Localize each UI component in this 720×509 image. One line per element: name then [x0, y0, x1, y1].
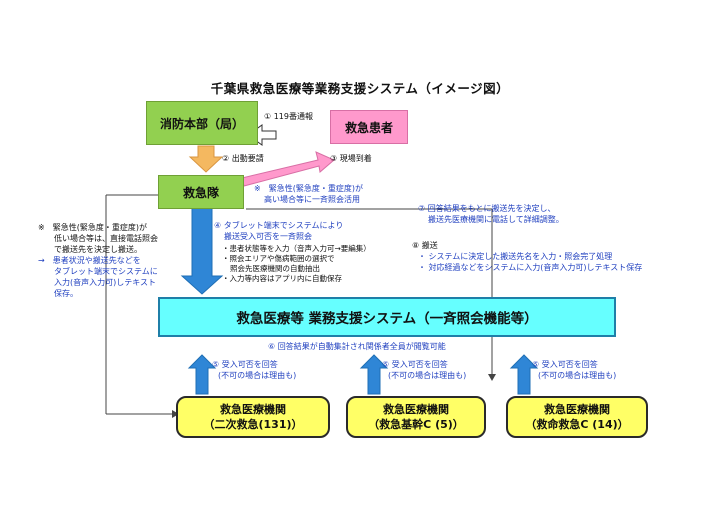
left-note-line6: 入力(音声入力可)しテキスト — [54, 278, 157, 287]
step4-bullets: ・患者状態等を入力（音声入力可→要編集） ・照会エリアや傷病範囲の選択で 照会先… — [222, 244, 371, 284]
step4-bullet3: 照会先医療機関の自動抽出 — [230, 264, 320, 273]
urgency-high-line1: ※ 緊急性(緊急度・重症度)が — [254, 184, 363, 193]
hosp3-step5-note: ⑤ 受入可否を回答 (不可の場合は理由も) — [532, 359, 616, 381]
dispatch-label: ② 出動要請 — [222, 154, 264, 163]
arrival-arrow — [241, 151, 335, 187]
hospital-critical-box: 救急医療機関 （救命救急C (14)） — [506, 396, 648, 438]
step8-title: ⑧ 搬送 — [412, 241, 438, 250]
hospital-core-line1: 救急医療機関 — [383, 403, 449, 416]
hosp2-answer-arrow — [359, 354, 389, 395]
step4-line2: 搬送受入可否を一斉照会 — [224, 232, 312, 241]
step4-note: ④ タブレット端末でシステムにより 搬送受入可否を一斉照会 — [214, 220, 343, 242]
ambulance-to-system-arrow — [180, 205, 224, 295]
direct-call-arrowhead — [172, 410, 179, 418]
fire-hq-box: 消防本部（局） — [146, 101, 258, 145]
hosp1-step5-line2: (不可の場合は理由も) — [218, 371, 297, 380]
system-box: 救急医療等 業務支援システム（一斉照会機能等） — [158, 297, 616, 337]
left-note-line5: タブレット端末でシステムに — [54, 267, 158, 276]
arrival-label: ③ 現場到着 — [330, 154, 372, 163]
step8-note: ⑧ 搬送 ・ システムに決定した搬送先名を入力・照会完了処理 ・ 対応経過などを… — [412, 240, 642, 273]
hosp3-step5-line1: ⑤ 受入可否を回答 — [532, 360, 598, 369]
left-note-line4: → 患者状況や搬送先などを — [38, 256, 141, 265]
urgency-high-note: ※ 緊急性(緊急度・重症度)が 高い場合等に一斉照会活用 — [254, 183, 363, 205]
step7-note: ⑦ 回答結果をもとに搬送先を決定し、 搬送先医療機関に電話して詳細調整。 — [418, 203, 564, 225]
step4-bullet4: ・入力等内容はアプリ内に自動保存 — [222, 274, 342, 283]
patient-box: 救急患者 — [330, 110, 408, 144]
step6-label: ⑥ 回答結果が自動集計され関係者全員が閲覧可能 — [268, 342, 446, 351]
hospital-critical-line1: 救急医療機関 — [544, 403, 610, 416]
ambulance-box: 救急隊 — [158, 175, 244, 209]
system-label: 救急医療等 業務支援システム（一斉照会機能等） — [236, 311, 538, 327]
hosp2-step5-line2: (不可の場合は理由も) — [388, 371, 467, 380]
diagram-title: 千葉県救急医療等業務支援システム（イメージ図） — [210, 81, 510, 96]
step7-line2: 搬送先医療機関に電話して詳細調整。 — [428, 215, 564, 224]
left-note-line7: 保存。 — [54, 289, 78, 298]
dispatch-arrow — [188, 145, 224, 173]
step8-arrowhead — [488, 374, 496, 381]
hosp1-step5-note: ⑤ 受入可否を回答 (不可の場合は理由も) — [212, 359, 296, 381]
step4-line1: ④ タブレット端末でシステムにより — [214, 221, 344, 230]
step4-bullet2: ・照会エリアや傷病範囲の選択で — [222, 254, 335, 263]
fire-hq-label: 消防本部（局） — [159, 116, 244, 131]
call119-label: ① 119番通報 — [264, 112, 313, 121]
patient-label: 救急患者 — [344, 120, 393, 135]
left-note-line1: ※ 緊急性(緊急度・重症度)が — [38, 223, 147, 232]
left-direct-call-note: ※ 緊急性(緊急度・重症度)が 低い場合等は、直接電話照会 で搬送先を決定し搬送… — [38, 222, 158, 299]
hospital-secondary-box: 救急医療機関 （二次救急(131)） — [176, 396, 330, 438]
urgency-high-line2: 高い場合等に一斉照会活用 — [264, 195, 360, 204]
hospital-secondary-line1: 救急医療機関 — [220, 403, 286, 416]
hosp1-step5-line1: ⑤ 受入可否を回答 — [212, 360, 278, 369]
ambulance-label: 救急隊 — [182, 185, 219, 200]
hosp2-step5-line1: ⑤ 受入可否を回答 — [382, 360, 448, 369]
left-note-line2: 低い場合等は、直接電話照会 — [54, 234, 158, 243]
hosp2-step5-note: ⑤ 受入可否を回答 (不可の場合は理由も) — [382, 359, 466, 381]
step8-bullet1: ・ システムに決定した搬送先名を入力・照会完了処理 — [418, 252, 613, 261]
step4-bullet1: ・患者状態等を入力（音声入力可→要編集） — [222, 244, 371, 253]
step8-bullet2: ・ 対応経過などをシステムに入力(音声入力可)しテキスト保存 — [418, 263, 643, 272]
hosp1-answer-arrow — [187, 354, 217, 395]
hospital-secondary-line2: （二次救急(131)） — [203, 418, 303, 431]
step7-line1: ⑦ 回答結果をもとに搬送先を決定し、 — [418, 204, 556, 213]
hosp3-step5-line2: (不可の場合は理由も) — [538, 371, 617, 380]
hospital-critical-line2: （救命救急C (14)） — [525, 418, 629, 431]
hospital-core-box: 救急医療機関 （救急基幹C (5)） — [346, 396, 486, 438]
left-note-line3: で搬送先を決定し搬送。 — [54, 245, 142, 254]
hosp3-answer-arrow — [509, 354, 539, 395]
hospital-core-line2: （救急基幹C (5)） — [368, 418, 464, 431]
